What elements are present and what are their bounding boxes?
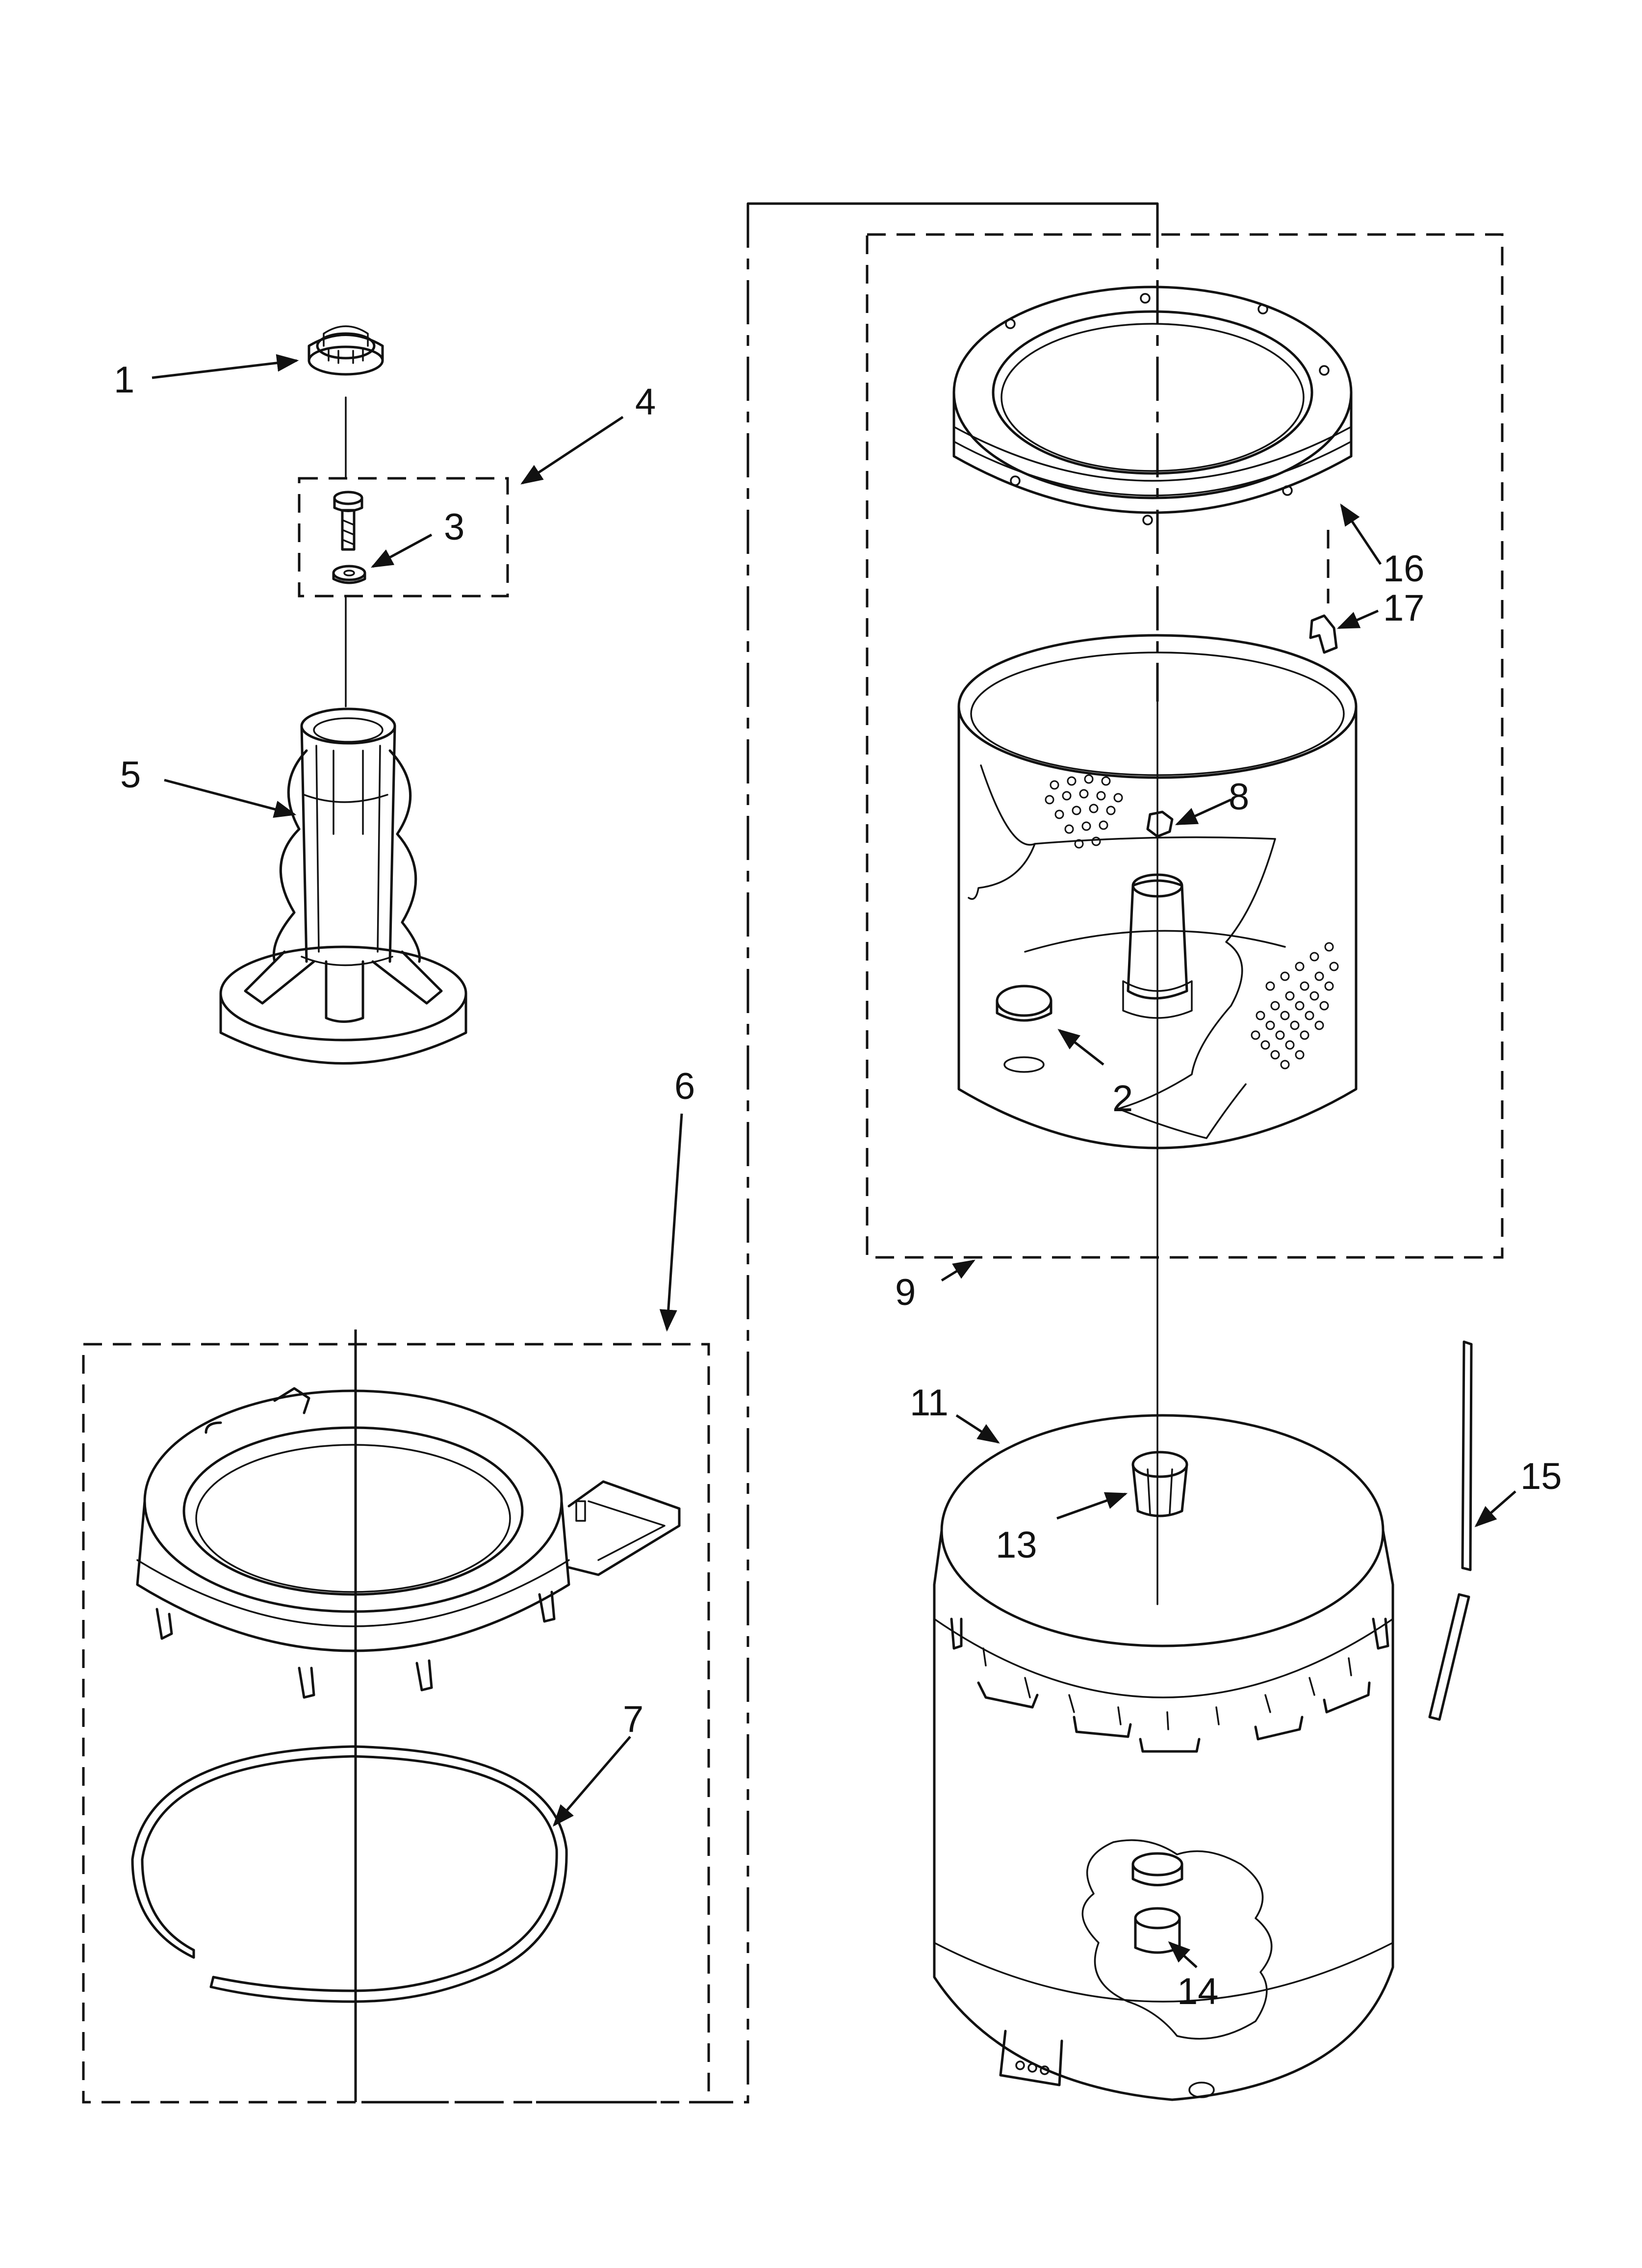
callout-16: 16	[1383, 548, 1425, 590]
callout-15: 15	[1520, 1456, 1562, 1497]
callout-13: 13	[996, 1524, 1037, 1566]
bolt-and-washer-part	[332, 491, 366, 584]
callout-6: 6	[674, 1066, 695, 1107]
agitator-part	[219, 707, 467, 1065]
callout-3: 3	[444, 506, 464, 548]
basket-perforations-right	[1251, 942, 1339, 1069]
callout-8: 8	[1229, 776, 1249, 818]
outer-tub-part	[933, 1414, 1394, 2101]
callout-9: 9	[895, 1272, 916, 1313]
group-box-9	[866, 233, 1504, 1259]
tub-nut-part	[1131, 1451, 1188, 1517]
clip-part	[1309, 614, 1338, 654]
callout-7: 7	[623, 1698, 643, 1740]
callout-14: 14	[1177, 1971, 1219, 2012]
callout-arrows	[152, 354, 1516, 1968]
basket-part	[957, 634, 1358, 1149]
tub-cover-part	[136, 1387, 681, 1699]
basket-perforations-left	[1045, 774, 1123, 849]
agitator-cap-part	[308, 325, 384, 376]
group-box-4	[298, 477, 509, 598]
tub-seal-part	[131, 1745, 568, 2003]
assembly-connector-lines	[345, 202, 1330, 2104]
callout-4: 4	[635, 381, 656, 423]
hose-part	[1428, 1340, 1473, 1721]
group-box-6	[82, 1343, 710, 2104]
callout-labels: 1 4 3 5 6 7 8 16 17 2 9 11 13 14 15	[114, 359, 1562, 2012]
tub-ring-part	[952, 286, 1353, 525]
callout-17: 17	[1383, 587, 1425, 629]
callout-5: 5	[120, 754, 141, 796]
callout-1: 1	[114, 359, 134, 401]
callout-2: 2	[1112, 1078, 1133, 1120]
callout-11: 11	[910, 1382, 949, 1424]
